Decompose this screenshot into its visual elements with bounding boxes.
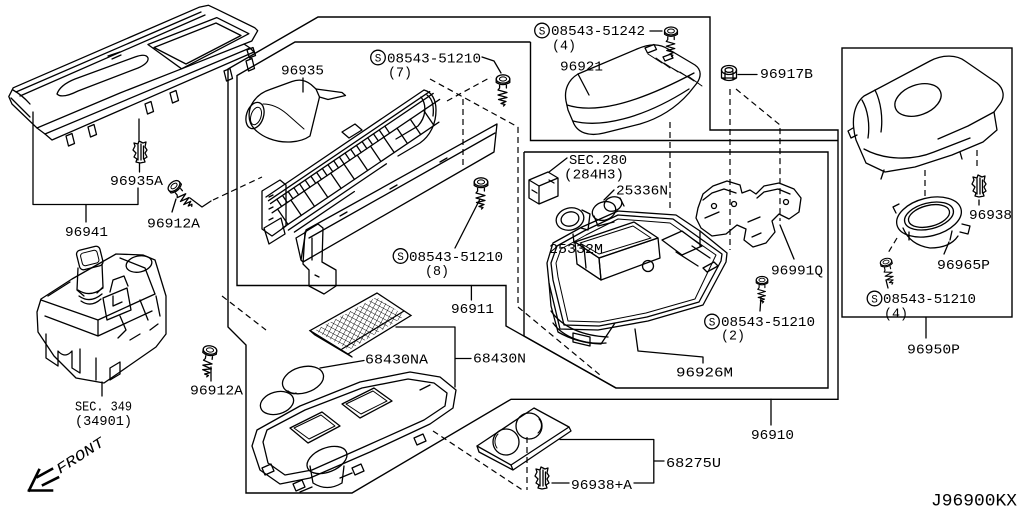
svg-text:96950P: 96950P [907, 343, 960, 359]
svg-text:96921: 96921 [560, 60, 603, 76]
svg-text:68430N: 68430N [473, 352, 526, 368]
svg-text:96938: 96938 [969, 208, 1012, 224]
svg-text:(4): (4) [884, 307, 908, 323]
svg-text:96991Q: 96991Q [771, 264, 823, 280]
svg-text:08543-51210: 08543-51210 [387, 52, 481, 68]
svg-text:S: S [375, 54, 382, 66]
svg-text:SEC.280: SEC.280 [569, 153, 627, 169]
svg-text:08543-51210: 08543-51210 [409, 250, 503, 266]
svg-text:08543-51242: 08543-51242 [551, 24, 645, 40]
svg-text:(34901): (34901) [75, 414, 132, 430]
svg-text:SEC. 349: SEC. 349 [75, 400, 132, 416]
svg-text:96912A: 96912A [190, 384, 244, 400]
svg-text:68430NA: 68430NA [365, 353, 429, 369]
svg-text:08543-51210: 08543-51210 [721, 315, 815, 331]
svg-text:96941: 96941 [65, 225, 108, 241]
svg-text:S: S [871, 295, 878, 307]
svg-text:96965P: 96965P [937, 258, 990, 274]
svg-text:96912A: 96912A [147, 217, 201, 233]
svg-text:96935A: 96935A [110, 174, 164, 190]
svg-text:68275U: 68275U [666, 456, 721, 472]
svg-text:96935: 96935 [281, 64, 324, 80]
svg-text:08543-51210: 08543-51210 [883, 292, 976, 308]
svg-text:(7): (7) [388, 66, 412, 82]
svg-text:S: S [539, 27, 546, 39]
svg-text:J96900KX: J96900KX [931, 492, 1018, 512]
svg-text:96917B: 96917B [760, 67, 813, 83]
svg-text:S: S [397, 252, 404, 264]
svg-text:96910: 96910 [751, 428, 794, 444]
svg-text:96938+A: 96938+A [571, 478, 633, 494]
svg-text:(2): (2) [721, 329, 745, 345]
svg-text:(8): (8) [425, 264, 449, 280]
svg-text:96926M: 96926M [676, 366, 733, 382]
svg-text:(4): (4) [552, 39, 576, 55]
svg-text:(284H3): (284H3) [564, 168, 624, 184]
svg-text:S: S [709, 318, 716, 330]
svg-text:96911: 96911 [451, 302, 494, 318]
svg-text:25336N: 25336N [616, 184, 668, 200]
